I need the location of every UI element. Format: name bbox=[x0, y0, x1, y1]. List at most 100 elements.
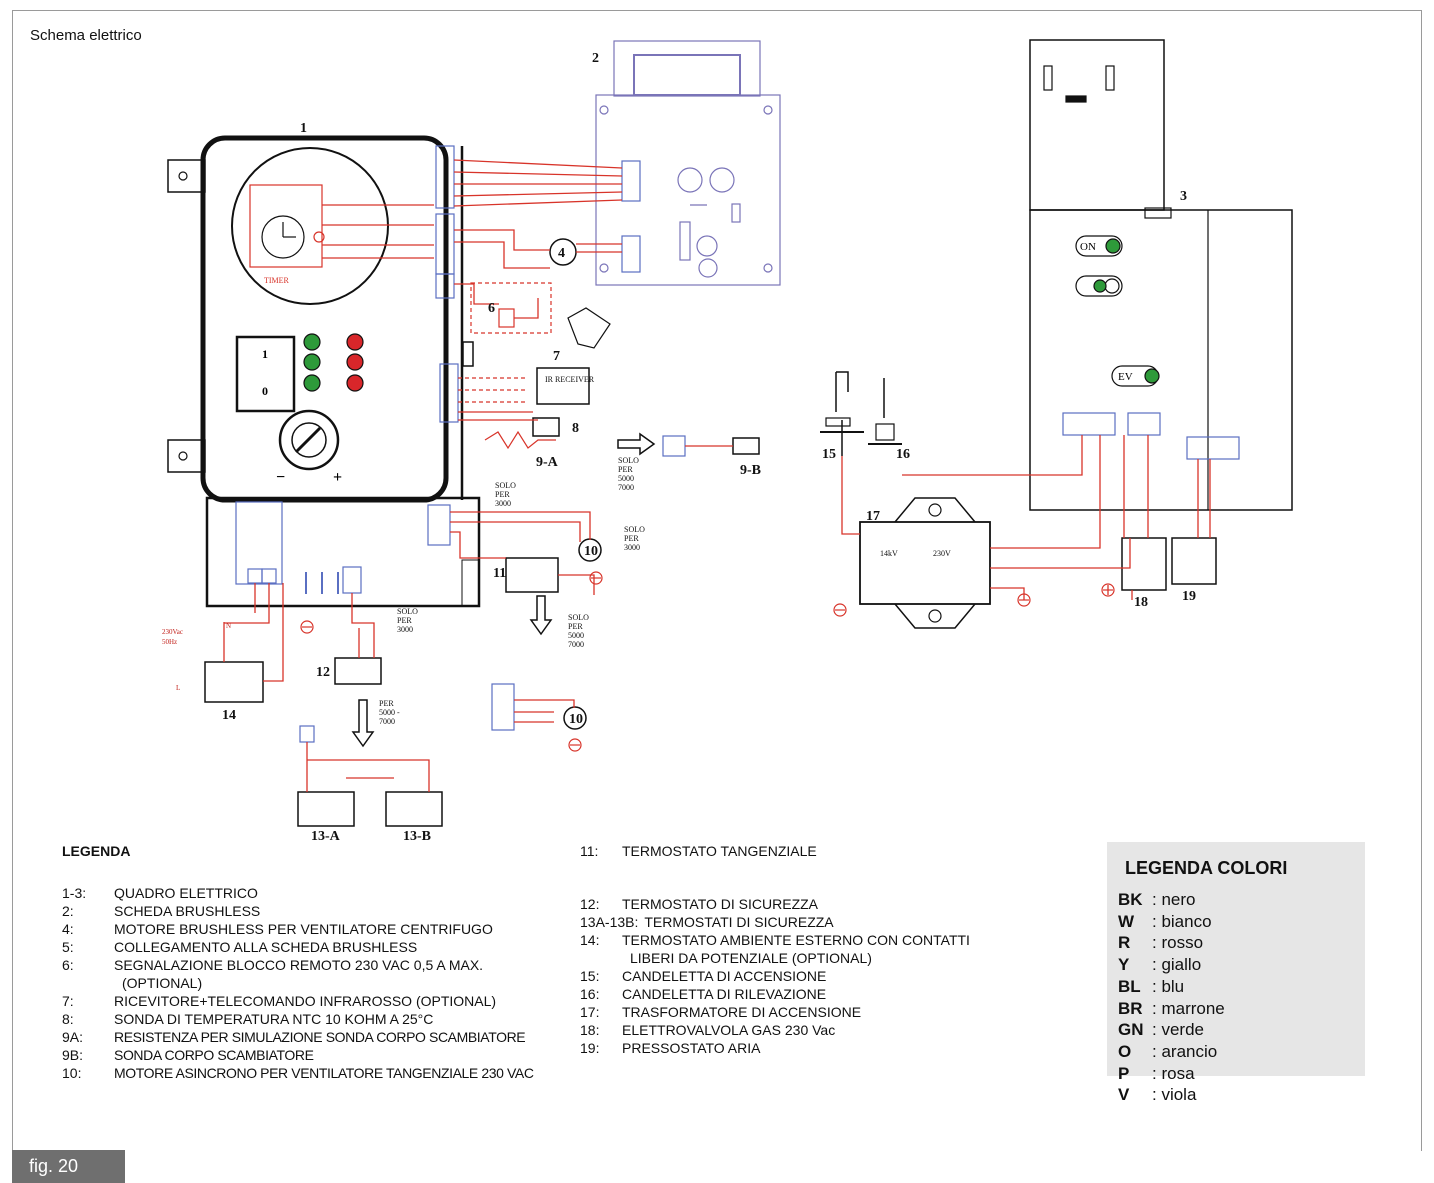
label-2: 2 bbox=[592, 51, 599, 66]
color-legend-heading: LEGENDA COLORI bbox=[1125, 858, 1288, 878]
legend-item: 1-3:QUADRO ELETTRICO bbox=[62, 884, 534, 902]
color-separator: : bbox=[1152, 1020, 1162, 1040]
legend-item-code: 8: bbox=[62, 1011, 74, 1027]
transformer-hv-label: 14kV bbox=[880, 549, 898, 558]
legend-item-code: 4: bbox=[62, 921, 74, 937]
color-name: bianco bbox=[1161, 911, 1212, 931]
air-pressostat-19 bbox=[1171, 537, 1217, 585]
switch-on-label: 1 bbox=[262, 347, 268, 361]
legend-item: 13A-13B:TERMOSTATI DI SICUREZZA bbox=[580, 913, 970, 931]
legend-item-text: CANDELETTA DI ACCENSIONE bbox=[622, 968, 827, 984]
note-line: SOLO bbox=[624, 525, 645, 534]
note-line: PER bbox=[495, 490, 510, 499]
mains-frequency-label: 50Hz bbox=[162, 638, 177, 646]
note-line: SOLO bbox=[495, 481, 516, 490]
color-name: viola bbox=[1161, 1085, 1197, 1105]
legend-item-code: 14: bbox=[580, 932, 600, 948]
legend-item-code: 12: bbox=[580, 896, 600, 912]
legend-item-text: TERMOSTATI DI SICUREZZA bbox=[644, 914, 834, 930]
label-9a: 9-A bbox=[536, 455, 559, 470]
brushless-board bbox=[595, 40, 781, 286]
legend-item-code: 17: bbox=[580, 1004, 600, 1020]
legend-item-code bbox=[62, 974, 114, 992]
legend-item-code: 9A: bbox=[62, 1029, 84, 1045]
legend-item: 4:MOTORE BRUSHLESS PER VENTILATORE CENTR… bbox=[62, 920, 534, 938]
color-name: marrone bbox=[1161, 998, 1225, 1018]
label-19: 19 bbox=[1182, 589, 1196, 604]
figure-tab: fig. 20 bbox=[12, 1150, 125, 1183]
color-separator: : bbox=[1152, 1063, 1162, 1083]
mains-voltage-label: 230Vac bbox=[162, 628, 183, 636]
label-13b: 13-B bbox=[403, 829, 431, 840]
receiver-label: IR RECEIVER bbox=[545, 375, 595, 384]
color-legend-item: BK: nero bbox=[1118, 889, 1365, 911]
label-17: 17 bbox=[866, 509, 880, 524]
legend-item: 11:TERMOSTATO TANGENZIALE bbox=[580, 842, 970, 860]
transformer-lv-label: 230V bbox=[933, 549, 951, 558]
legend-item-code: 5: bbox=[62, 939, 74, 955]
legend-item-text: (OPTIONAL) bbox=[122, 975, 203, 991]
color-legend-item: Y: giallo bbox=[1118, 954, 1365, 976]
label-13a: 13-A bbox=[311, 829, 341, 840]
color-legend-item: O: arancio bbox=[1118, 1041, 1365, 1063]
legend-item: 16:CANDELETTA DI RILEVAZIONE bbox=[580, 985, 970, 1003]
note-line: 7000 bbox=[618, 483, 634, 492]
label-11: 11 bbox=[493, 566, 506, 581]
color-legend-item: V: viola bbox=[1118, 1084, 1365, 1106]
control-panel bbox=[167, 135, 474, 503]
legend-item: 9A: RESISTENZA PER SIMULAZIONE SONDA CORP… bbox=[62, 1028, 534, 1046]
legend-item-text: TERMOSTATO DI SICUREZZA bbox=[622, 896, 819, 912]
legend-item-text: SONDA DI TEMPERATURA NTC 10 KOHM A 25°C bbox=[114, 1011, 434, 1027]
label-3: 3 bbox=[1180, 189, 1187, 204]
on-indicator-label: ON bbox=[1080, 241, 1096, 253]
legend-item: 7:RICEVITORE+TELECOMANDO INFRAROSSO (OPT… bbox=[62, 992, 534, 1010]
color-name: giallo bbox=[1161, 955, 1202, 975]
color-code: O bbox=[1118, 1041, 1132, 1061]
legend-item-text: SEGNALAZIONE BLOCCO REMOTO 230 VAC 0,5 A… bbox=[114, 957, 484, 973]
ntc-probe-8 bbox=[532, 417, 560, 437]
color-legend-item: GN: verde bbox=[1118, 1019, 1365, 1041]
note-line: 7000 bbox=[568, 640, 584, 649]
label-1: 1 bbox=[300, 121, 307, 136]
label-10-lower: 10 bbox=[569, 712, 583, 727]
legend-item-code: 6: bbox=[62, 957, 74, 973]
legend-item-text: LIBERI DA POTENZIALE (OPTIONAL) bbox=[630, 950, 872, 966]
color-separator: : bbox=[1152, 1085, 1162, 1105]
legend-item-code: 9B: bbox=[62, 1047, 84, 1063]
color-code: V bbox=[1118, 1085, 1130, 1105]
color-code: BR bbox=[1118, 998, 1143, 1018]
knob-minus-label: − bbox=[276, 469, 285, 486]
legend-item-code: 2: bbox=[62, 903, 74, 919]
legend-item-code: 15: bbox=[580, 968, 600, 984]
legend-item-text: RESISTENZA PER SIMULAZIONE SONDA CORPO S… bbox=[114, 1029, 526, 1045]
page-title: Schema elettrico bbox=[30, 27, 142, 44]
note-line: 3000 bbox=[495, 499, 511, 508]
note-line: SOLO bbox=[397, 607, 418, 616]
legend-item: 14:TERMOSTATO AMBIENTE ESTERNO CON CONTA… bbox=[580, 931, 970, 949]
legend-item: 19:PRESSOSTATO ARIA bbox=[580, 1039, 970, 1057]
legend-item: (OPTIONAL) bbox=[62, 974, 534, 992]
legend-item: 9B: SONDA CORPO SCAMBIATORE bbox=[62, 1046, 534, 1064]
color-separator: : bbox=[1152, 911, 1162, 931]
legend-item: 15: CANDELETTA DI ACCENSIONE bbox=[580, 967, 970, 985]
label-7: 7 bbox=[553, 349, 560, 364]
label-4: 4 bbox=[558, 246, 565, 261]
power-board bbox=[205, 496, 481, 608]
note-line: 3000 bbox=[624, 543, 640, 552]
legend-item-text: SONDA CORPO SCAMBIATORE bbox=[114, 1047, 314, 1063]
note-line: 7000 bbox=[379, 717, 395, 726]
legend-item: LIBERI DA POTENZIALE (OPTIONAL) bbox=[580, 949, 970, 967]
color-code: Y bbox=[1118, 955, 1130, 975]
note-line: 5000 bbox=[618, 474, 634, 483]
legend-item: 5:COLLEGAMENTO ALLA SCHEDA BRUSHLESS bbox=[62, 938, 534, 956]
color-code: W bbox=[1118, 911, 1135, 931]
color-legend-item: BR: marrone bbox=[1118, 998, 1365, 1020]
legend-item: 18:ELETTROVALVOLA GAS 230 Vac bbox=[580, 1021, 970, 1039]
legend-item-text: PRESSOSTATO ARIA bbox=[622, 1040, 761, 1056]
